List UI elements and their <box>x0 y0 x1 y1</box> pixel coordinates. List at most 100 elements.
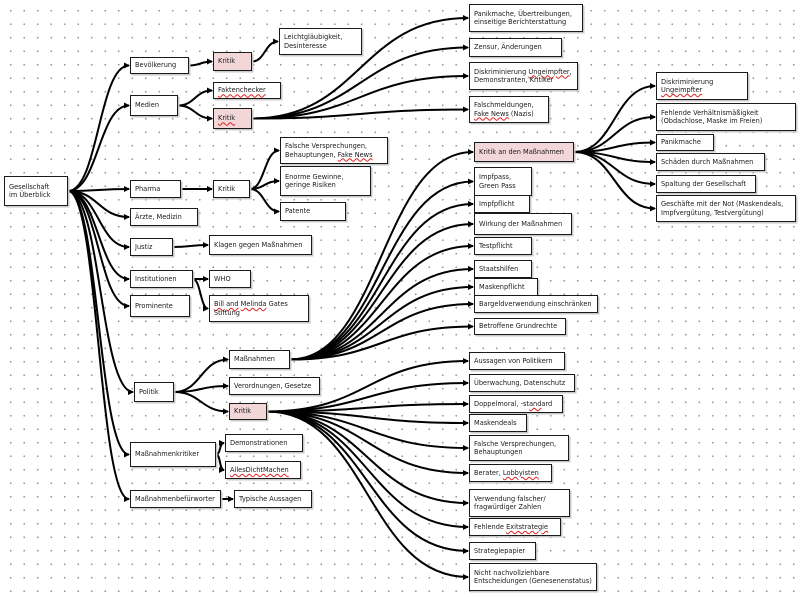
edge-km-to-km-6 <box>573 151 656 212</box>
edge-km-to-km-1 <box>573 83 656 153</box>
node-label: Falsche Versprechungen,Behauptungen, Fak… <box>285 142 373 159</box>
node-label: Strategiepapier <box>474 546 526 555</box>
node-ph-k2[interactable]: Enorme Gewinne,geringe Risiken <box>280 166 371 196</box>
edge-pol-kritik-to-pk-9 <box>266 410 469 554</box>
node-pharma[interactable]: Pharma <box>130 180 181 198</box>
node-med-kritik[interactable]: Kritik <box>213 108 252 129</box>
edge-root-to-pharma <box>67 186 130 193</box>
node-politik[interactable]: Politik <box>134 382 174 402</box>
node-bev[interactable]: Bevölkerung <box>130 57 189 74</box>
node-pk-3[interactable]: Doppelmoral, -standard <box>469 395 563 413</box>
edge-medien-to-med-fakt <box>177 87 213 107</box>
node-ju-1[interactable]: Klagen gegen Maßnahmen <box>209 235 312 255</box>
node-km-5[interactable]: Spaltung der Gesellschaft <box>656 175 756 193</box>
node-label: Prominente <box>135 301 173 310</box>
node-mk-1[interactable]: Demonstrationen <box>225 434 303 452</box>
node-label: Aussagen von Politikern <box>474 356 553 365</box>
edge-pol-mass-to-ms-1 <box>289 178 474 361</box>
edge-ph-kritik-to-ph-k1 <box>249 147 280 190</box>
node-inst[interactable]: Institutionen <box>130 270 193 288</box>
node-label: Kritik <box>234 407 252 416</box>
node-ms-1[interactable]: Impfpass,Green Pass <box>474 167 532 196</box>
edge-med-kritik-to-med-k4 <box>251 106 469 120</box>
node-ms-5[interactable]: Staatshilfen <box>474 260 532 278</box>
node-pol-kritik[interactable]: Kritik <box>229 403 267 420</box>
edge-km-to-km-3 <box>573 139 656 153</box>
node-ms-2[interactable]: Impfpflicht <box>474 195 530 213</box>
edge-ph-kritik-to-ph-k3 <box>249 188 280 215</box>
node-label: Betroffene Grundrechte <box>479 322 558 331</box>
edge-root-to-prom <box>67 190 130 309</box>
edge-pol-kritik-to-pk-6 <box>266 410 469 476</box>
node-km-6[interactable]: Geschäfte mit der Not (Maskendeals,Impfv… <box>656 195 796 222</box>
edge-root-to-politik <box>67 190 134 395</box>
node-label: Politik <box>139 387 159 396</box>
node-pk-6[interactable]: Berater, Lobbyisten <box>469 464 552 482</box>
node-label: Bargeldverwendung einschränken <box>479 299 592 308</box>
node-pk-1[interactable]: Aussagen von Politikern <box>469 352 565 370</box>
node-label: Fehlende Exitstrategie <box>474 522 549 531</box>
node-med-fakt[interactable]: Faktenchecker <box>213 82 281 99</box>
node-label: Maßnahmenbefürworter <box>135 494 215 503</box>
node-ph-k1[interactable]: Falsche Versprechungen,Behauptungen, Fak… <box>280 137 388 164</box>
edge-med-kritik-to-med-k2 <box>251 44 469 120</box>
node-mb[interactable]: Maßnahmenbefürworter <box>130 490 221 508</box>
node-med-k2[interactable]: Zensur, Änderungen <box>469 38 562 57</box>
node-pk-8[interactable]: Fehlende Exitstrategie <box>469 518 561 536</box>
edge-politik-to-pol-ver <box>173 383 229 393</box>
edge-pol-mass-to-ms-2 <box>289 201 474 361</box>
node-label: Verordnungen, Gesetze <box>234 381 312 390</box>
node-bev-kritik[interactable]: Kritik <box>213 52 252 71</box>
node-mk-2[interactable]: AllesDichtMachen <box>225 461 301 479</box>
node-pk-7[interactable]: Verwendung falscher/fragwürdiger Zahlen <box>469 489 570 517</box>
node-ph-kritik[interactable]: Kritik <box>213 180 250 198</box>
node-km-2[interactable]: Fehlende Verhältnismäßigkeit(Obdachlose,… <box>656 103 796 131</box>
edge-med-kritik-to-med-k3 <box>251 73 469 120</box>
node-km-4[interactable]: Schäden durch Maßnahmen <box>656 153 765 171</box>
node-pk-5[interactable]: Falsche Versprechungen,Behauptungen <box>469 435 569 461</box>
node-label: Klagen gegen Maßnahmen <box>214 240 303 249</box>
node-km[interactable]: Kritik an den Maßnahmen <box>474 142 574 162</box>
node-pk-2[interactable]: Überwachung, Datenschutz <box>469 374 575 392</box>
node-med-k1[interactable]: Panikmache, Übertreibungen,einseitige Be… <box>469 4 583 32</box>
node-label: Bevölkerung <box>135 61 177 70</box>
edge-med-kritik-to-med-k1 <box>251 15 469 120</box>
node-label: Kritik <box>218 57 236 66</box>
node-med-k3[interactable]: Diskriminierung Ungeimpfter,Demonstrante… <box>469 62 578 90</box>
node-ms-6[interactable]: Maskenpflicht <box>474 278 538 296</box>
node-label: Falsche Versprechungen,Behauptungen <box>474 439 557 456</box>
node-inst-who[interactable]: WHO <box>209 270 251 288</box>
node-ph-k3[interactable]: Patente <box>280 202 346 221</box>
edge-root-to-mk <box>67 190 130 458</box>
node-pk-4[interactable]: Maskendeals <box>469 414 527 432</box>
node-bev-k1[interactable]: Leichtgläubigkeit,Desinteresse <box>279 28 362 55</box>
node-label: Testpflicht <box>479 241 513 250</box>
node-medien[interactable]: Medien <box>130 95 178 116</box>
node-label: Faktenchecker <box>218 86 266 95</box>
node-ms-4[interactable]: Testpflicht <box>474 237 532 255</box>
node-pol-mass[interactable]: Maßnahmen <box>229 350 290 369</box>
node-km-3[interactable]: Panikmache <box>656 134 714 151</box>
node-label: Ärzte, Medizin <box>135 212 182 221</box>
node-justiz[interactable]: Justiz <box>130 238 173 256</box>
node-mk[interactable]: Maßnahmenkritiker <box>130 442 216 467</box>
node-ms-8[interactable]: Betroffene Grundrechte <box>474 318 566 335</box>
node-pk-9[interactable]: Strategiepapier <box>469 542 536 560</box>
node-aerzte[interactable]: Ärzte, Medizin <box>130 208 198 226</box>
node-pol-ver[interactable]: Verordnungen, Gesetze <box>229 377 320 395</box>
node-mb-1[interactable]: Typische Aussagen <box>234 490 312 508</box>
node-label: Justiz <box>135 242 153 251</box>
edge-medien-to-med-kritik <box>177 104 213 122</box>
node-ms-3[interactable]: Wirkung der Maßnahmen <box>474 213 572 235</box>
node-ms-7[interactable]: Bargeldverwendung einschränken <box>474 295 598 313</box>
edge-root-to-bev <box>67 62 130 192</box>
node-prom[interactable]: Prominente <box>130 295 190 317</box>
node-med-k4[interactable]: Falschmeldungen,Fake News (Nazis) <box>469 96 549 123</box>
